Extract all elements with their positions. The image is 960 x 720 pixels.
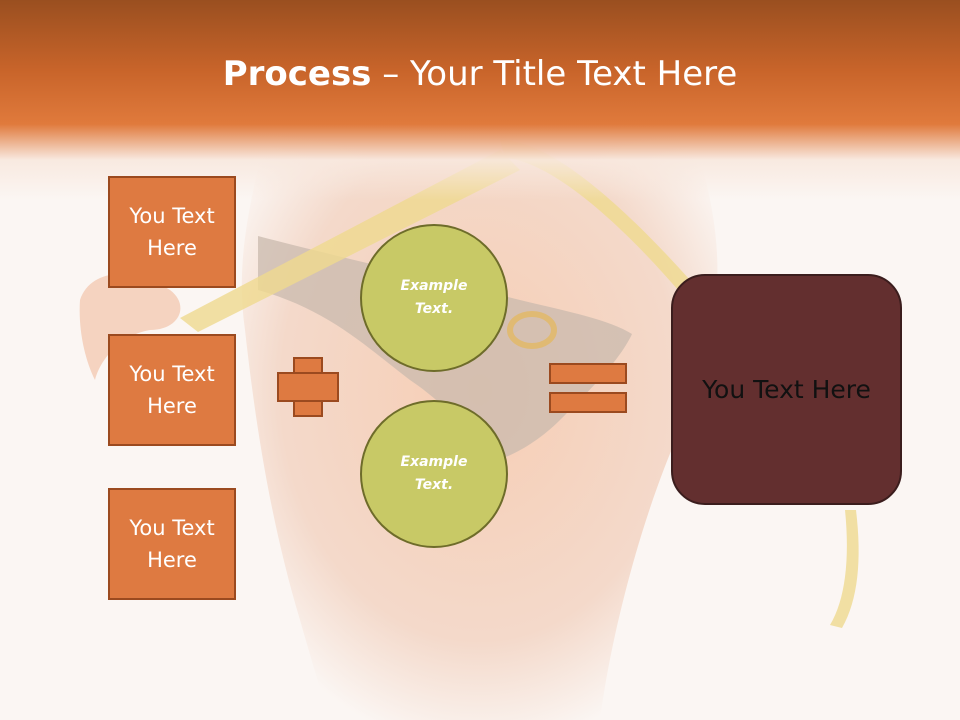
text-box-label: You Text Here: [129, 204, 215, 260]
result-box[interactable]: You Text Here: [671, 274, 902, 505]
example-circle-1[interactable]: Example Text.: [360, 224, 508, 372]
circle-label: Example Text.: [400, 454, 468, 493]
result-label: You Text Here: [702, 375, 871, 404]
plus-center: [295, 374, 321, 400]
title-band: [0, 0, 960, 200]
text-box-label: You Text Here: [129, 362, 215, 418]
title-rest: – Your Title Text Here: [371, 54, 738, 94]
equals-bottom-bar: [549, 392, 627, 413]
text-box-3[interactable]: You Text Here: [108, 488, 236, 600]
equals-top-bar: [549, 363, 627, 384]
title-bold: Process: [222, 54, 372, 94]
circle-label: Example Text.: [400, 278, 468, 317]
text-box-1[interactable]: You Text Here: [108, 176, 236, 288]
text-box-2[interactable]: You Text Here: [108, 334, 236, 446]
example-circle-2[interactable]: Example Text.: [360, 400, 508, 548]
slide-title: Process – Your Title Text Here: [0, 52, 960, 96]
text-box-label: You Text Here: [129, 516, 215, 572]
